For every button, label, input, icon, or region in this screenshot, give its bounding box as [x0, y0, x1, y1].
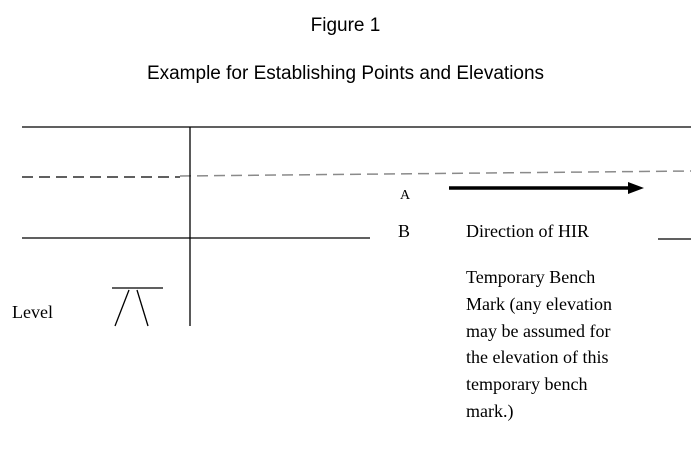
tbm-line: the elevation of this [466, 347, 609, 368]
direction-arrow-head [628, 182, 644, 194]
figure-subtitle: Example for Establishing Points and Elev… [146, 63, 545, 84]
tbm-line: mark.) [466, 400, 514, 421]
figure-title: Figure 1 [310, 15, 381, 36]
level-label: Level [12, 302, 53, 322]
direction-label: Direction of HIR [466, 221, 589, 241]
point-b-label: B [398, 221, 411, 241]
temporary-bench-mark-label: Temporary Bench Mark (any elevation may … [466, 264, 681, 425]
tbm-line: may be assumed for [466, 320, 611, 341]
level-instrument-leg-left [114, 289, 130, 327]
tbm-line: Mark (any elevation [466, 293, 612, 314]
line-of-sight-dashed-gray [179, 170, 691, 177]
tbm-line: temporary bench [466, 374, 588, 395]
level-instrument-leg-right [136, 289, 149, 327]
point-a-label: A [400, 188, 411, 203]
tbm-line: Temporary Bench [466, 267, 596, 287]
